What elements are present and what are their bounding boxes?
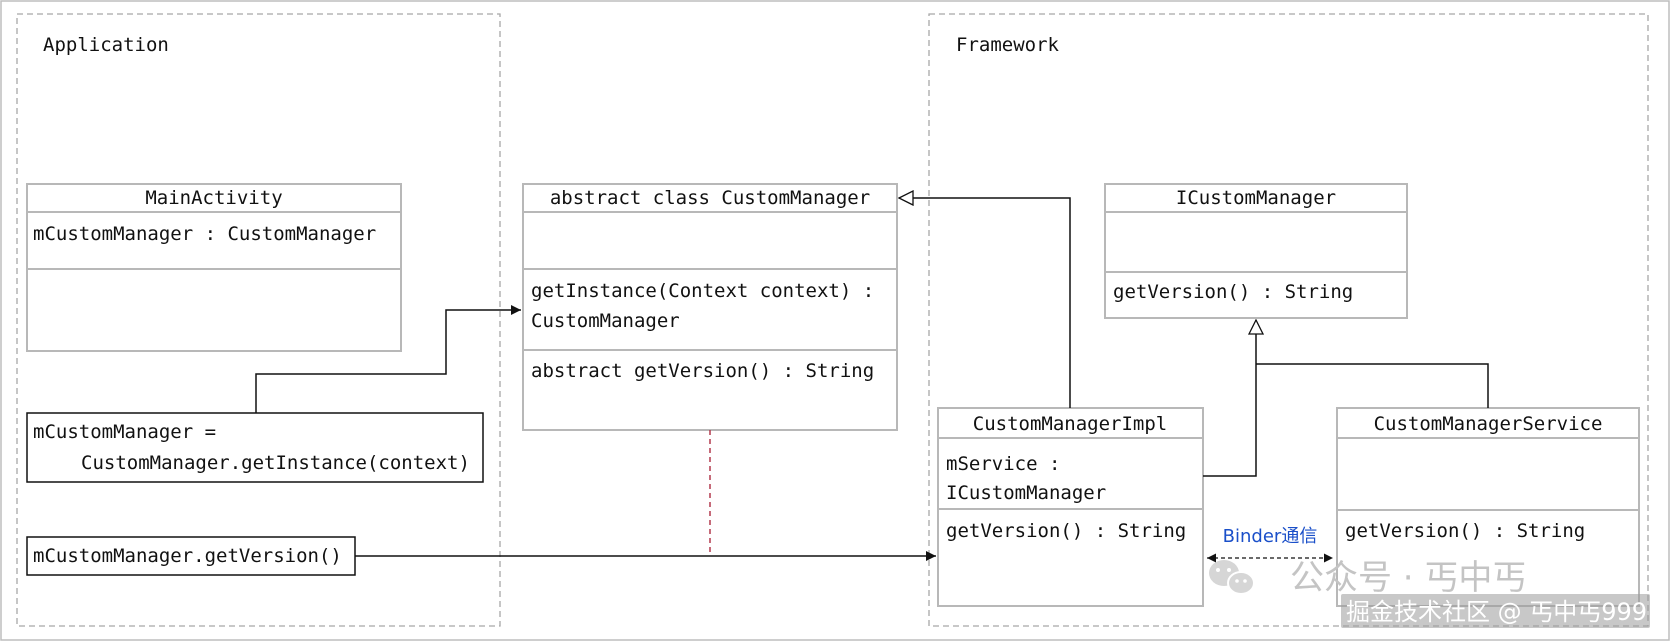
get-version-call-text: mCustomManager.getVersion() xyxy=(33,545,342,567)
framework-region: Framework xyxy=(928,13,1649,627)
get-instance-code-box: mCustomManager = CustomManager.getInstan… xyxy=(26,412,484,483)
get-instance-arrow xyxy=(255,305,521,413)
impl-extends-custom-manager-arrow xyxy=(899,198,1071,408)
watermark-line2-bg xyxy=(1341,594,1650,628)
custom-manager-service-method: getVersion() : String xyxy=(1345,520,1585,542)
watermark: 公众号 · 丐中丐 掘金技术社区 @ 丐中丐999 xyxy=(1209,558,1650,628)
wechat-icon xyxy=(1209,560,1255,595)
icustom-manager-name: ICustomManager xyxy=(1176,187,1336,209)
application-region: Application xyxy=(16,13,501,627)
custom-manager-method2: abstract getVersion() : String xyxy=(531,360,874,382)
binder-label: Binder通信 xyxy=(1223,526,1318,547)
framework-label: Framework xyxy=(956,34,1060,56)
custom-manager-service-name: CustomManagerService xyxy=(1374,413,1603,435)
custom-manager-impl-attr-line2: ICustomManager xyxy=(946,482,1106,504)
service-implements-icustom-manager-line xyxy=(1256,363,1489,408)
custom-manager-method1-line2: CustomManager xyxy=(531,310,680,332)
watermark-line2: 掘金技术社区 @ 丐中丐999 xyxy=(1346,598,1647,626)
class-icustom-manager: ICustomManager getVersion() : String xyxy=(1104,183,1408,319)
application-label: Application xyxy=(43,34,169,56)
get-version-call-box: mCustomManager.getVersion() xyxy=(26,536,356,576)
class-custom-manager-impl: CustomManagerImpl mService : ICustomMana… xyxy=(937,407,1204,607)
impl-implements-icustom-manager-arrow xyxy=(1203,320,1256,477)
class-custom-manager-service: CustomManagerService getVersion() : Stri… xyxy=(1336,407,1640,607)
get-instance-line2: CustomManager.getInstance(context) xyxy=(81,452,470,474)
custom-manager-method1-line1: getInstance(Context context) : xyxy=(531,280,874,302)
custom-manager-impl-attr-line1: mService : xyxy=(946,453,1060,475)
custom-manager-name: abstract class CustomManager xyxy=(550,187,870,209)
class-custom-manager: abstract class CustomManager getInstance… xyxy=(522,183,898,431)
custom-manager-impl-name: CustomManagerImpl xyxy=(973,413,1167,435)
watermark-line1: 公众号 · 丐中丐 xyxy=(1290,558,1526,598)
main-activity-attribute: mCustomManager : CustomManager xyxy=(33,223,376,245)
custom-manager-impl-method: getVersion() : String xyxy=(946,520,1186,542)
get-instance-line1: mCustomManager = xyxy=(33,421,216,443)
class-main-activity: MainActivity mCustomManager : CustomMana… xyxy=(26,183,402,352)
icustom-manager-method: getVersion() : String xyxy=(1113,281,1353,303)
main-activity-name: MainActivity xyxy=(145,187,282,209)
